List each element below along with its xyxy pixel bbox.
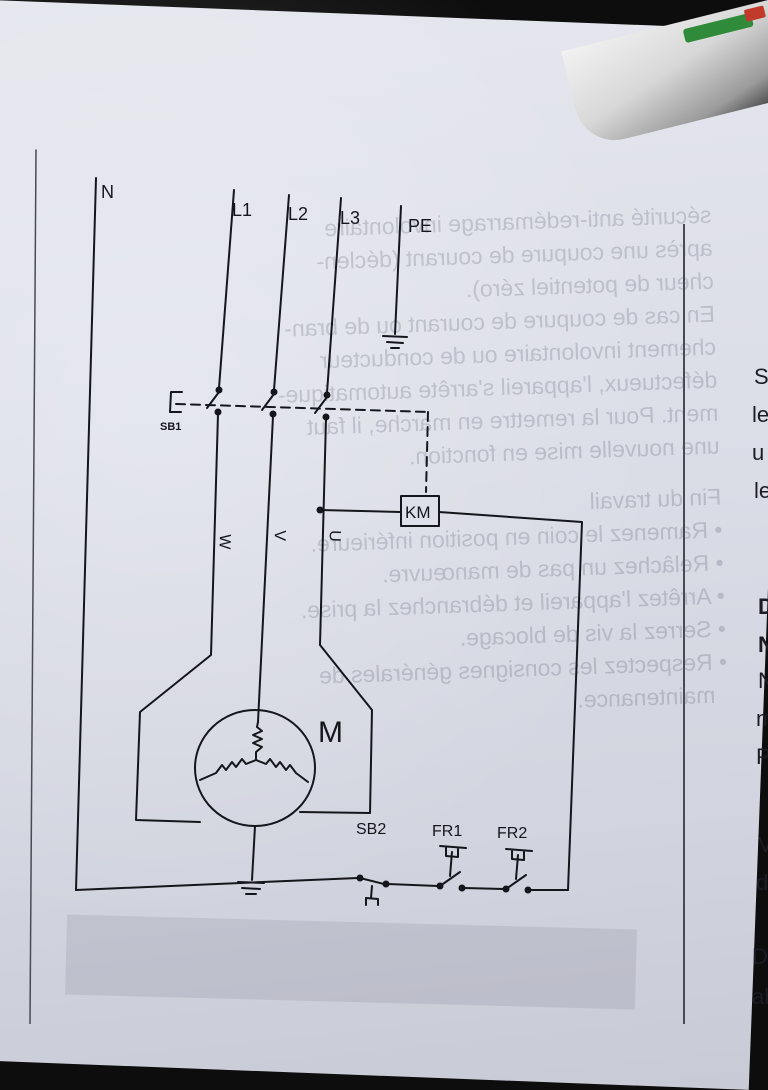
control-return-wire xyxy=(438,511,583,891)
phase-l3-line xyxy=(326,197,342,394)
motor-wiring-diagram: N L1 L2 L3 PE SB1 W V U KM xyxy=(29,149,583,1024)
label-n: N xyxy=(101,182,114,202)
label-l1: L1 xyxy=(232,200,252,220)
right-column-fragment: de xyxy=(756,870,768,895)
right-column-fragment: P xyxy=(756,744,768,769)
wire-v xyxy=(257,415,274,723)
left-page-rule xyxy=(29,149,37,1024)
right-column-fragment: le xyxy=(752,402,768,427)
label-w: W xyxy=(215,534,233,551)
neutral-line xyxy=(75,177,97,891)
right-column-text: SleuleDNNmPVedeDeab xyxy=(740,0,768,1024)
bottom-wire-mid1 xyxy=(387,883,439,887)
right-column-fragment: N xyxy=(758,632,768,657)
right-column-fragment: De xyxy=(752,944,768,969)
pe-line xyxy=(394,205,402,335)
right-column-fragment: le xyxy=(754,478,768,503)
km-feed-wire xyxy=(319,509,401,513)
label-fr2: FR2 xyxy=(497,825,527,842)
fr2-relay-contact-icon xyxy=(502,848,533,894)
right-column-fragment: D xyxy=(758,594,768,619)
right-column-fragment: u xyxy=(752,440,765,465)
phase-l2-line xyxy=(273,194,290,391)
label-sb2: SB2 xyxy=(356,821,386,838)
label-l2: L2 xyxy=(288,204,308,224)
sb1-switch-icon xyxy=(169,386,429,493)
label-km: KM xyxy=(405,503,431,522)
label-pe: PE xyxy=(408,216,432,236)
km-coil-box xyxy=(400,495,440,527)
motor-symbol-icon xyxy=(194,709,316,881)
column-divider xyxy=(683,224,685,1024)
right-column-fragment: N xyxy=(758,668,768,693)
label-fr1: FR1 xyxy=(432,823,462,840)
right-column-fragment: ab xyxy=(752,984,768,1009)
right-column-fragment: S xyxy=(754,364,768,389)
label-m: M xyxy=(318,716,343,749)
pe-ground-icon xyxy=(382,335,408,349)
sb2-stop-button-icon xyxy=(356,874,390,906)
label-v: V xyxy=(271,530,288,542)
bottom-wire-mid2 xyxy=(463,887,505,890)
wire-u xyxy=(299,418,373,814)
label-l3: L3 xyxy=(340,208,360,228)
label-sb1: SB1 xyxy=(160,421,181,433)
phase-l1-line xyxy=(218,189,235,389)
bottom-wire-left xyxy=(75,877,359,891)
right-column-fragment: Ve xyxy=(758,832,768,857)
right-column-fragment: m xyxy=(756,706,768,731)
fr1-relay-contact-icon xyxy=(436,845,467,892)
wire-w xyxy=(135,413,219,823)
label-u: U xyxy=(326,530,343,542)
